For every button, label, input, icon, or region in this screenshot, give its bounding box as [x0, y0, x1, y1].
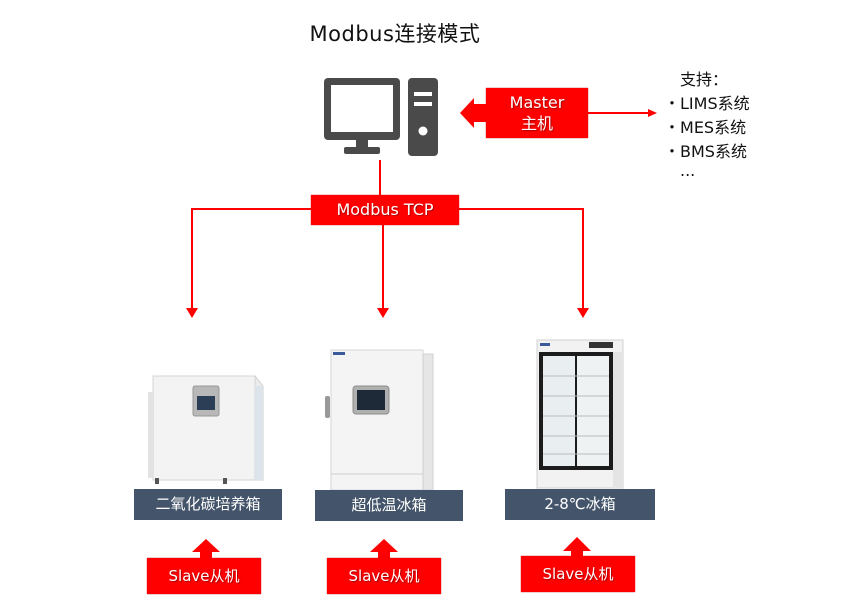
support-list: 支持： ・LIMS系统 ・MES系统 ・BMS系统 ...	[664, 68, 750, 180]
support-item: ・BMS系统	[664, 142, 747, 161]
slave-arrow-3	[563, 537, 591, 557]
slave-badge-1: Slave从机	[147, 558, 261, 594]
slave-badge-3: Slave从机	[521, 556, 635, 592]
master-badge: Master 主机	[486, 88, 588, 138]
arrowhead-right-device	[577, 308, 589, 318]
slave-arrow-2	[370, 539, 398, 558]
arrowhead-left-device	[186, 308, 198, 318]
slave-arrow-1	[192, 539, 220, 558]
device-label-incubator: 二氧化碳培养箱	[134, 489, 282, 520]
arrowhead-support	[648, 109, 657, 117]
slave-label: Slave从机	[348, 567, 420, 585]
protocol-badge: Modbus TCP	[311, 195, 459, 225]
protocol-label: Modbus TCP	[336, 200, 434, 219]
slave-label: Slave从机	[168, 567, 240, 585]
support-item: ・MES系统	[664, 118, 747, 137]
support-item: ・LIMS系统	[664, 94, 750, 113]
device-label-freezer: 超低温冰箱	[315, 490, 463, 521]
slave-label: Slave从机	[542, 565, 614, 583]
pharmacy-refrigerator-icon	[536, 339, 624, 489]
computer-icon	[324, 78, 438, 156]
ultra-low-freezer-icon	[325, 349, 434, 490]
diagram-title: Modbus连接模式	[309, 22, 481, 46]
master-label-en: Master	[509, 93, 565, 112]
support-title: 支持：	[680, 70, 729, 89]
arrowhead-center-device	[377, 308, 389, 318]
support-more: ...	[680, 161, 696, 180]
incubator-icon	[148, 375, 264, 484]
master-arrow-to-computer	[460, 98, 486, 128]
slave-badge-2: Slave从机	[327, 558, 441, 594]
device-label-refrigerator: 2-8℃冰箱	[505, 489, 655, 520]
master-label-cn: 主机	[520, 114, 553, 133]
